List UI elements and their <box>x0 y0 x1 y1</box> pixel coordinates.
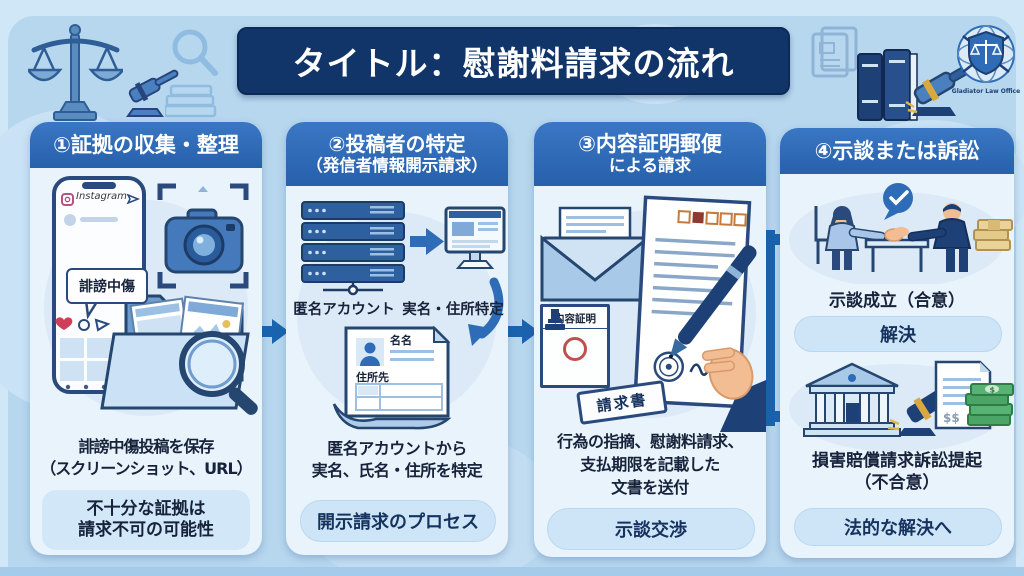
step2-subtitle: （発信者情報開示請求） <box>306 155 488 175</box>
magnifying-glass-icon <box>172 29 218 76</box>
step3-caption: 行為の指摘、慰謝料請求、 支払期限を記載した 文書を送付 <box>556 432 744 498</box>
real-name-address-label: 実名・住所特定 <box>402 302 504 318</box>
image-glyph <box>198 186 208 192</box>
page-title: タイトル：慰謝料請求の流れ <box>237 27 790 95</box>
svg-text:$: $ <box>990 386 996 395</box>
logo-emblem-icon <box>957 25 1015 83</box>
documents-outline-icon <box>811 26 858 78</box>
step4-header: ④示談または訴訟 <box>780 128 1014 174</box>
settlement-result-pill: 解決 <box>794 316 1002 352</box>
scales-of-justice-icon <box>28 24 123 121</box>
step1-header: ①証拠の収集・整理 <box>30 122 262 168</box>
step1-caption: 誹謗中傷投稿を保存 （スクリーンショット、URL） <box>40 437 252 479</box>
logo-caption: Gladiator Law Office <box>951 88 1021 95</box>
envelope-icon <box>540 206 650 302</box>
lawsuit-caption: 損害賠償請求訴訟提起 （不合意） <box>812 451 982 494</box>
step2-header: ②投稿者の特定 （発信者情報開示請求） <box>286 122 508 186</box>
step2-illustration: 匿名アカウント 実名・住所特定 名名 住所先 <box>286 186 508 438</box>
lawsuit-illustration: $$ $ <box>780 356 1014 452</box>
bottom-edge <box>0 567 1024 576</box>
doc-address-field-label: 住所先 <box>356 371 389 384</box>
identity-document-icon <box>332 325 452 430</box>
flow-arrow-step1-step2 <box>252 319 289 344</box>
step3-title: ③内容証明郵便 <box>578 132 722 157</box>
step2-caption: 匿名アカウントから 実名、氏名・住所を特定 <box>311 439 483 481</box>
courthouse-icon <box>803 362 901 437</box>
step3-header: ③内容証明郵便 による請求 <box>534 122 766 186</box>
certificate-card: 内容証明 <box>540 304 610 388</box>
step2-title: ②投稿者の特定 <box>328 131 466 156</box>
magnifier-icon <box>179 331 258 415</box>
svg-text:$$: $$ <box>943 411 960 425</box>
lawsuit-result-pill: 法的な解決へ <box>794 508 1002 546</box>
gavel-icon <box>126 69 179 117</box>
server-rack-icon <box>301 201 405 296</box>
doc-name-field-label: 名名 <box>390 334 412 347</box>
step1-warning-note: 不十分な証拠は 請求不可の可能性 <box>42 490 250 550</box>
handshake-icon <box>884 227 909 242</box>
books-outline-icon <box>165 84 217 118</box>
small-arrow-icon <box>410 228 444 255</box>
red-seal-icon <box>563 337 587 361</box>
disclosure-illustration <box>297 201 506 430</box>
anonymous-account-label: 匿名アカウント <box>293 302 395 318</box>
money-stack-icon <box>973 219 1013 251</box>
check-bubble-icon <box>883 183 913 220</box>
step3-negotiation-pill: 示談交渉 <box>547 508 755 550</box>
pen-icon <box>668 245 757 359</box>
step3-subtitle: による請求 <box>608 156 691 176</box>
flow-arrow-step2-step3 <box>502 319 539 344</box>
camera-icon <box>164 208 244 274</box>
cash-stack-icon: $ <box>965 383 1014 426</box>
evidence-illustration <box>44 176 258 416</box>
curved-arrow-icon <box>468 277 504 346</box>
person-left-icon <box>824 205 886 270</box>
monitor-icon <box>444 206 506 269</box>
hand-icon <box>701 347 766 432</box>
law-office-logo: Gladiator Law Office <box>950 24 1022 102</box>
settlement-illustration <box>780 178 1014 284</box>
step1-title: ①証拠の収集・整理 <box>53 132 239 157</box>
person-right-icon <box>907 203 972 272</box>
step-panel-evidence: ①証拠の収集・整理 <box>30 122 262 555</box>
defamation-speech-bubble: 誹謗中傷 <box>66 268 148 304</box>
step-panel-settlement-or-lawsuit: ④示談または訴訟 <box>780 128 1014 558</box>
step2-process-pill: 開示請求のプロセス <box>300 500 496 542</box>
step1-illustration: Instagram 誹謗中傷 <box>30 168 262 438</box>
law-books-icon <box>857 49 918 121</box>
settlement-caption: 示談成立（合意） <box>829 291 965 311</box>
hanko-stamp-icon <box>545 309 565 330</box>
app-name-label: Instagram <box>76 191 127 202</box>
step3-illustration: 内容証明 請求書 <box>534 186 766 432</box>
step4-title: ④示談または訴訟 <box>814 138 980 163</box>
step-panel-certified-mail: ③内容証明郵便 による請求 <box>534 122 766 557</box>
step-panel-identify-poster: ②投稿者の特定 （発信者情報開示請求） <box>286 122 508 555</box>
screenshot-frame-icon <box>157 183 249 289</box>
handshake-scene <box>789 183 1013 284</box>
certified-mail-label: 内容証明 <box>543 311 607 329</box>
courthouse-scene: $$ $ <box>789 360 1014 452</box>
